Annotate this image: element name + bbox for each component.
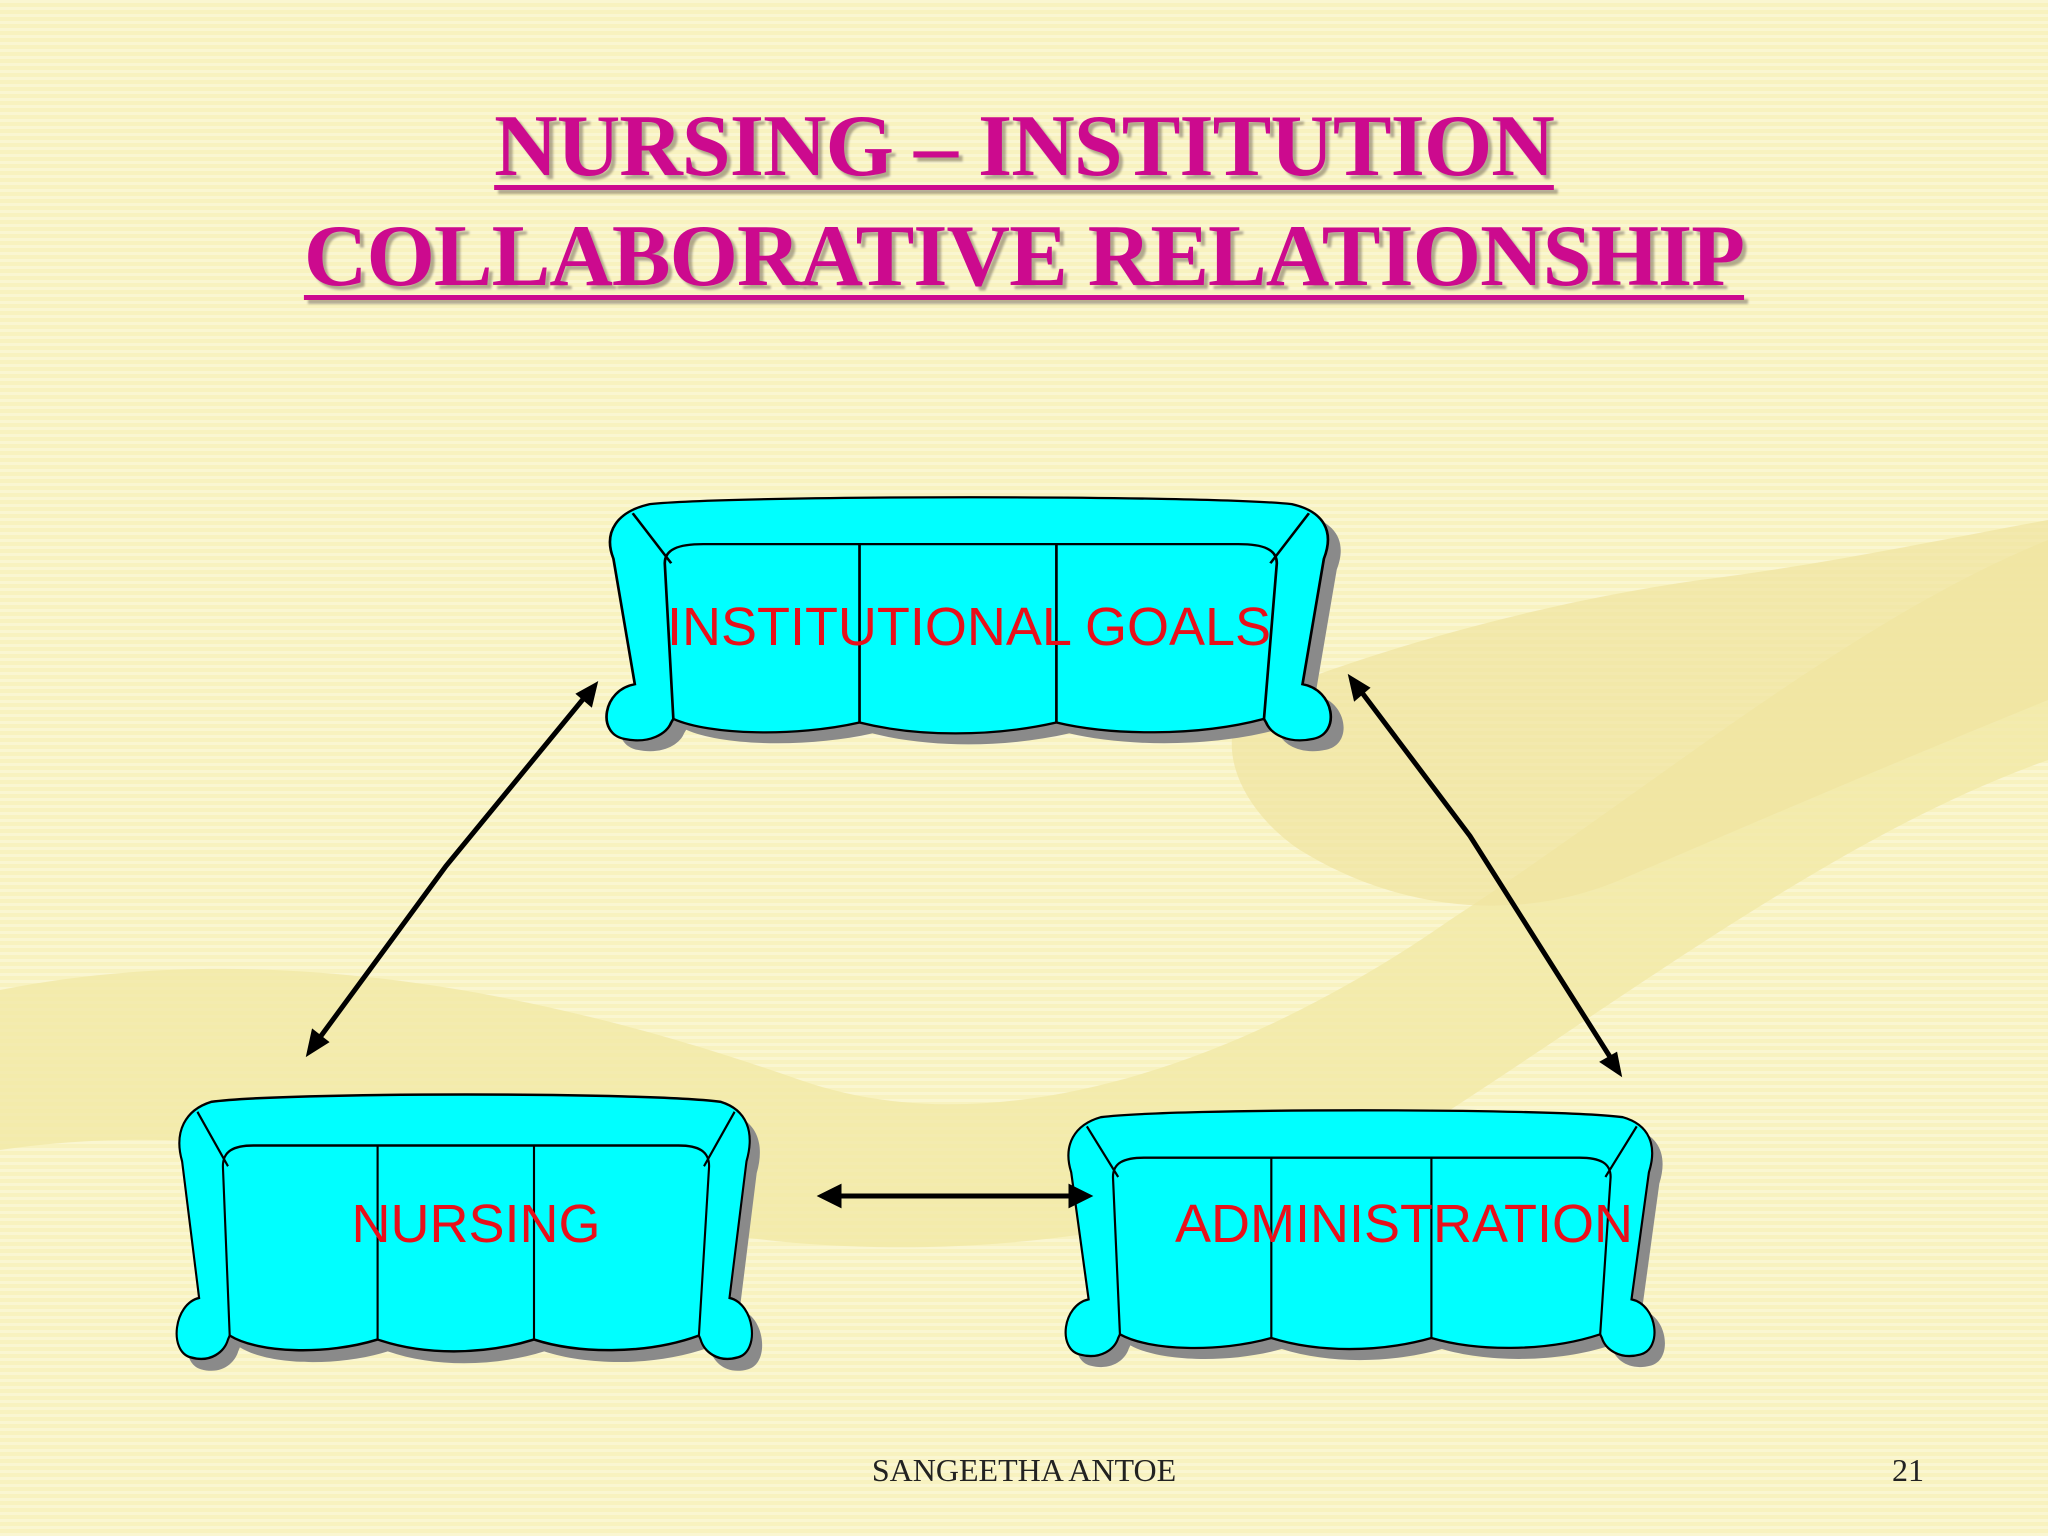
sofa-inner-outline	[631, 512, 1311, 723]
institutional-goals-label: INSTITUTIONAL GOALS	[667, 597, 1271, 657]
sofa-inner-outline	[196, 1111, 736, 1340]
slide-page-number: 21	[1892, 1452, 1924, 1488]
footer-author: SANGEETHA ANTOE	[871, 1452, 1177, 1488]
sofa-inner-outline	[1085, 1125, 1638, 1339]
administration-box	[1064, 1109, 1665, 1368]
nursing-box	[175, 1093, 763, 1371]
background-swoosh-shape	[0, 540, 2048, 1248]
arrow-nursing-institutional	[305, 681, 599, 1058]
title-line-2: COLLABORATIVE RELATIONSHIP	[303, 208, 1745, 305]
arrow-nursing-administration	[816, 1183, 1094, 1209]
nursing-label: NURSING	[351, 1194, 600, 1254]
title-line-1: NURSING – INSTITUTION	[494, 98, 1555, 195]
background-hand-shape	[1231, 520, 2048, 906]
slide-title: NURSING – INSTITUTION COLLABORATIVE RELA…	[0, 92, 2048, 312]
institutional-goals-box	[605, 495, 1344, 752]
administration-label: ADMINISTRATION	[1175, 1194, 1633, 1254]
arrow-institutional-administration	[1347, 673, 1623, 1078]
